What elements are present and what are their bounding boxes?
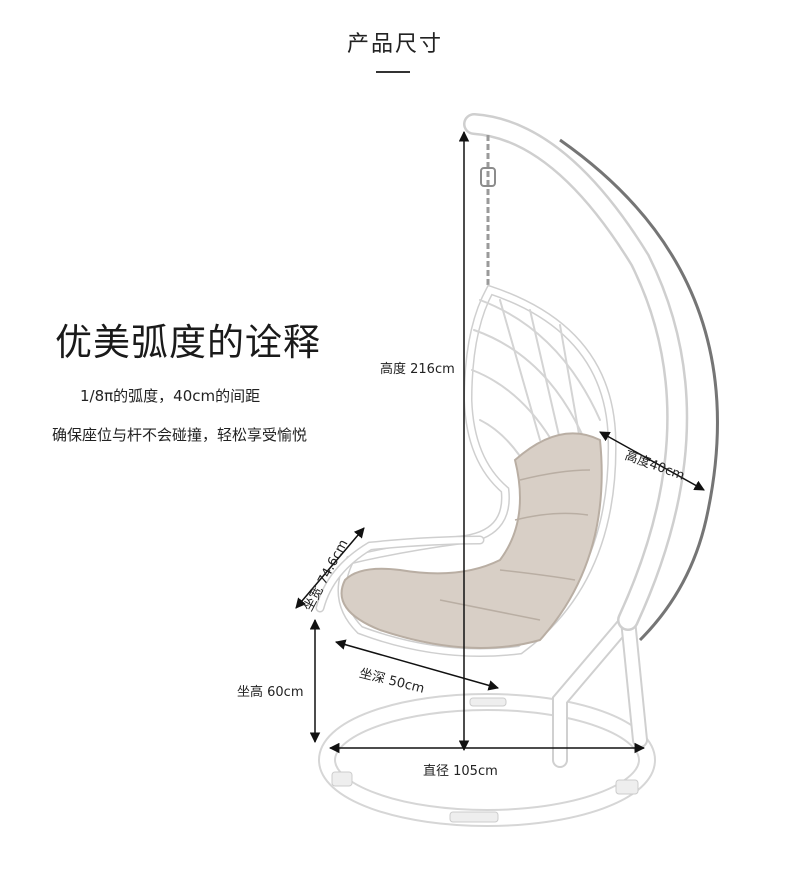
title-underline <box>376 71 410 73</box>
stand-shadow-arc <box>559 138 719 642</box>
base-ring <box>318 693 656 827</box>
seat-height-label: 坐高 60cm <box>237 685 304 700</box>
total-height-label: 高度 216cm <box>380 362 455 377</box>
description-line-2: 确保座位与杆不会碰撞，轻松享受愉悦 <box>52 426 308 444</box>
cushion-height-arrow <box>599 431 705 491</box>
diameter-label: 直径 105cm <box>423 764 498 779</box>
seat-width-arrow <box>295 527 365 609</box>
page-title: 产品尺寸 <box>346 32 443 57</box>
hanging-chain <box>480 135 496 288</box>
headline: 优美弧度的诠释 <box>55 321 321 364</box>
description-line-1: 1/8π的弧度，40cm的间距 <box>80 387 261 405</box>
seat-depth-arrow <box>334 639 500 691</box>
stand-legs <box>552 612 648 768</box>
dimension-arrows <box>295 130 705 754</box>
stand-pole <box>463 113 689 631</box>
